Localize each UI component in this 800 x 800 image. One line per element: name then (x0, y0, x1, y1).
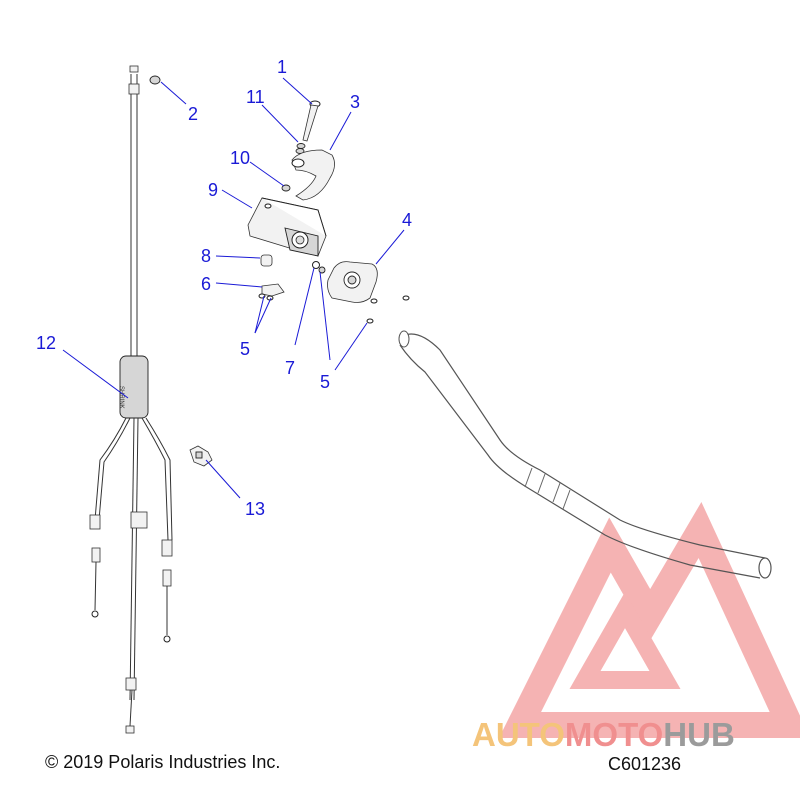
callout-13: 13 (245, 499, 265, 519)
callout-3: 3 (350, 92, 360, 112)
callout-labels: 1 2 3 4 5 5 6 7 8 9 10 11 12 13 (36, 57, 412, 519)
callout-7: 7 (285, 358, 295, 378)
cap-part-8 (260, 254, 273, 267)
callout-12: 12 (36, 333, 56, 353)
callout-6: 6 (201, 274, 211, 294)
watermark-moto: MOTO (564, 716, 664, 753)
pin-part-1 (302, 100, 321, 142)
callout-5a: 5 (240, 339, 250, 359)
screw-part-5 (258, 293, 410, 324)
watermark-auto: AUTO (472, 716, 565, 753)
figure-code: C601236 (608, 754, 682, 774)
watermark-text: AUTOMOTOHUB (472, 716, 735, 754)
callout-4: 4 (402, 210, 412, 230)
callout-10: 10 (230, 148, 250, 168)
callout-11: 11 (246, 87, 265, 107)
svg-text:SHRINK: SHRINK (118, 386, 124, 409)
watermark-hub: HUB (663, 716, 735, 753)
callout-9: 9 (208, 180, 218, 200)
plate-part-6 (261, 283, 285, 297)
callout-2: 2 (188, 104, 198, 124)
throttle-cable-assembly: SHRINK (89, 65, 173, 734)
leader-lines (62, 77, 405, 499)
spring-part-11 (295, 143, 306, 154)
callout-8: 8 (201, 246, 211, 266)
handlebar (398, 330, 772, 579)
watermark-logo-icon (498, 501, 800, 738)
washer-part-7 (312, 261, 326, 274)
washer-part-10 (281, 184, 291, 192)
cover-part-4 (327, 261, 378, 303)
clip-part-2 (149, 75, 161, 85)
lever-part-3 (291, 149, 335, 201)
callout-1: 1 (277, 57, 287, 77)
housing-part-9 (247, 197, 327, 257)
copyright-text: © 2019 Polaris Industries Inc. (45, 752, 281, 772)
callout-5b: 5 (320, 372, 330, 392)
